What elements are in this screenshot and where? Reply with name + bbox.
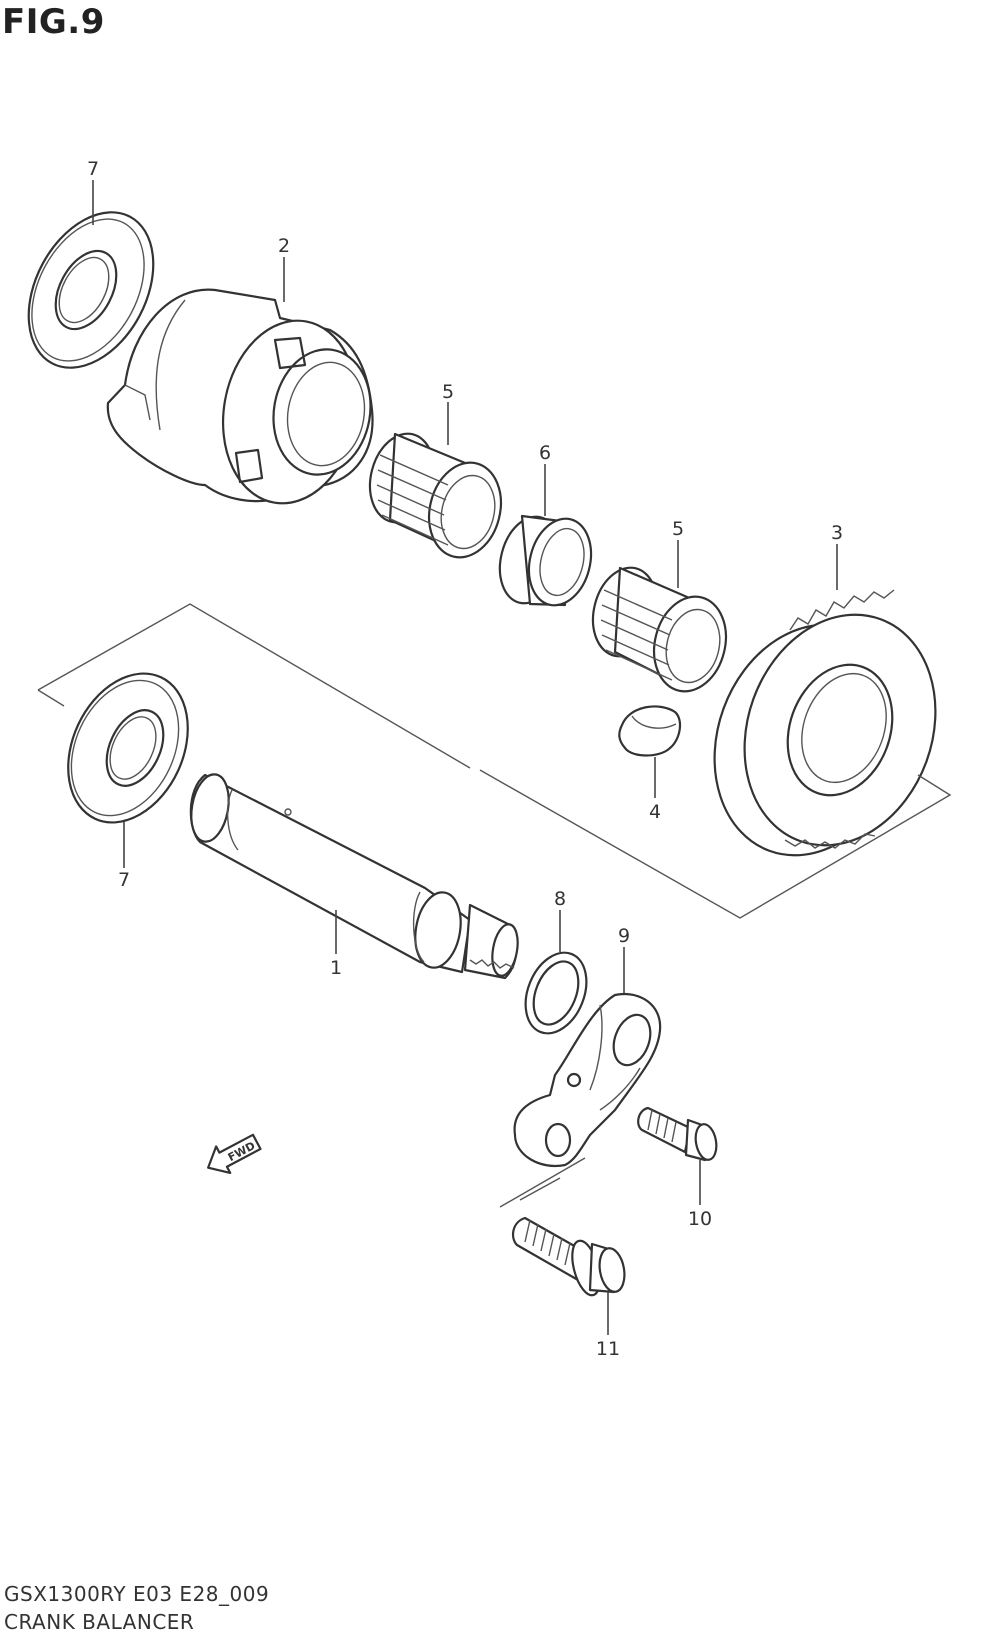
part-7-lower-seal: [67, 672, 189, 824]
callout-labels: 7 2 5 6 5 3 4 7 1 8 9 10 11: [87, 158, 843, 1360]
part-6-spacer: [498, 514, 593, 607]
leader-lines: [92, 180, 838, 1335]
callout-4: 4: [649, 801, 661, 823]
callout-1: 1: [330, 957, 342, 979]
callout-5-upper: 5: [442, 381, 454, 403]
part-5-upper-needle-bearing: [368, 432, 502, 559]
part-2-balancer-weight: [106, 288, 374, 505]
assembly-outline: [37, 603, 952, 1208]
part-9-lever: [513, 992, 662, 1168]
callout-7-lower: 7: [118, 869, 130, 891]
figure-title: FIG.9: [2, 2, 105, 42]
part-1-balancer-shaft: [189, 773, 519, 980]
callout-3: 3: [831, 522, 843, 544]
callout-6: 6: [539, 442, 551, 464]
callout-7-upper: 7: [87, 158, 99, 180]
part-5-lower-needle-bearing: [591, 566, 727, 693]
callout-9: 9: [618, 925, 630, 947]
figure-caption: GSX1300RY E03 E28_009 CRANK BALANCER: [4, 1580, 269, 1636]
fwd-arrow-icon: FWD: [207, 1133, 262, 1175]
part-7-upper-seal: [27, 211, 155, 369]
part-4-key: [618, 705, 682, 757]
callout-2: 2: [278, 235, 290, 257]
part-3-driven-gear: [713, 589, 937, 857]
callout-11: 11: [596, 1338, 620, 1360]
part-8-washer: [524, 951, 588, 1035]
callout-5-lower: 5: [672, 518, 684, 540]
model-code: GSX1300RY E03 E28_009: [4, 1582, 270, 1606]
part-11-flange-bolt: [511, 1216, 626, 1297]
part-10-bolt: [637, 1106, 718, 1162]
figure-name: CRANK BALANCER: [4, 1610, 195, 1634]
callout-10: 10: [688, 1208, 712, 1230]
callout-8: 8: [554, 888, 566, 910]
